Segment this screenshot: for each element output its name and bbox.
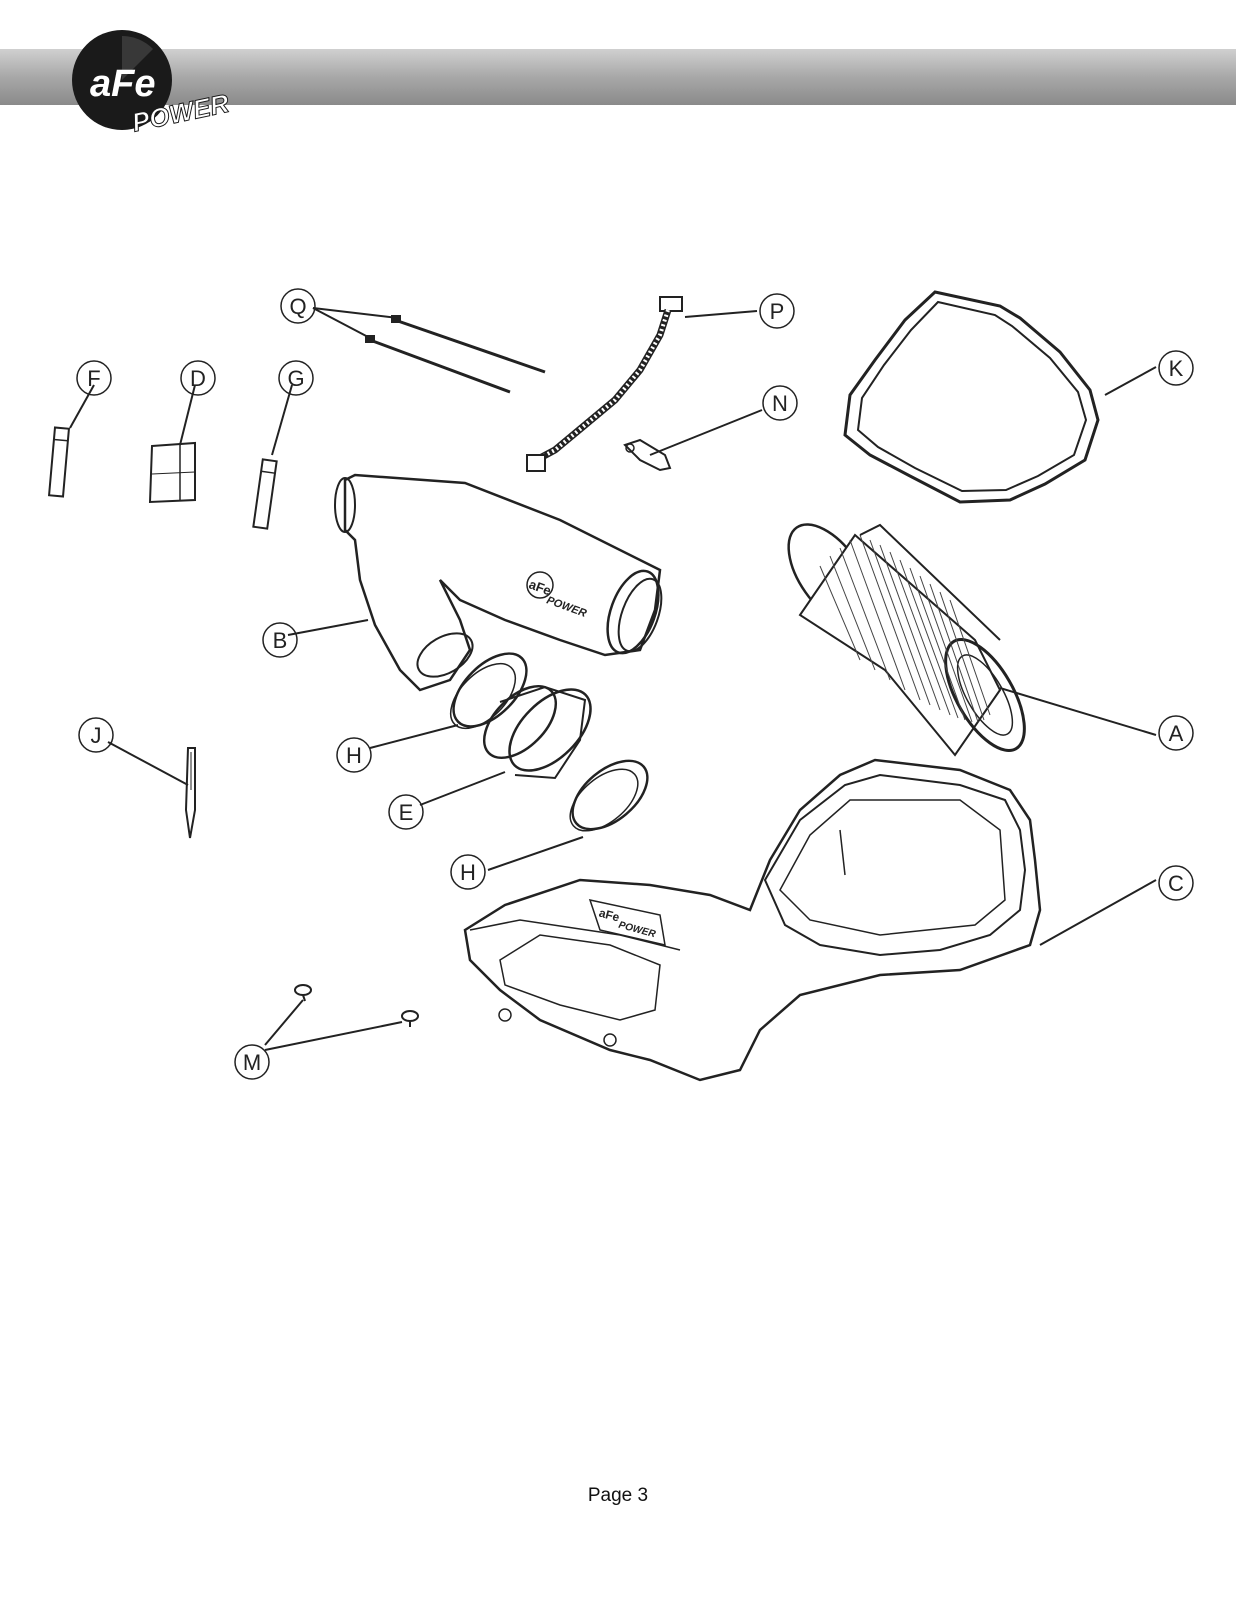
part-g-plug (252, 458, 278, 530)
part-e-coupler (482, 684, 592, 780)
leader-b (287, 619, 369, 636)
leader-h-lower (487, 836, 584, 871)
part-c-airbox: aFe POWER (463, 758, 1042, 1082)
leader-k (1104, 366, 1157, 396)
callout-h-upper-label: H (346, 743, 362, 768)
part-d-adapter (148, 441, 196, 504)
logo-text: aFe (90, 63, 155, 105)
callout-f: F (76, 360, 112, 396)
afe-power-logo: aFe POWER (72, 30, 232, 138)
callout-q-label: Q (289, 294, 306, 319)
leader-d (179, 384, 196, 446)
leader-q-2 (312, 307, 371, 339)
leader-p (684, 310, 758, 318)
part-n-clip (623, 438, 672, 472)
leader-j (107, 741, 189, 786)
callout-a-label: A (1169, 721, 1184, 746)
page-number: Page 3 (587, 1485, 649, 1506)
callout-k-label: K (1169, 356, 1184, 381)
part-b-intake-tube: aFe POWER (334, 473, 663, 692)
part-h-clamp-upper (449, 652, 528, 730)
leader-c (1039, 879, 1157, 946)
callout-m: M (234, 1044, 270, 1080)
callout-a: A (1158, 715, 1194, 751)
part-q-zip-ties (365, 315, 546, 394)
callout-c: C (1158, 865, 1194, 901)
part-m-push-pins (294, 984, 419, 1027)
callout-p: P (759, 293, 795, 329)
callout-q: Q (280, 288, 316, 324)
part-h-clamp-lower (569, 759, 649, 832)
leader-g (271, 384, 293, 456)
callout-m-label: M (243, 1050, 261, 1075)
leader-n (649, 409, 763, 456)
callout-h-upper: H (336, 737, 372, 773)
leader-e (419, 771, 506, 806)
leader-q-1 (312, 307, 399, 319)
callout-j-label: J (91, 723, 102, 748)
callout-c-label: C (1168, 871, 1184, 896)
callout-e-label: E (399, 800, 414, 825)
part-a-air-filter (787, 523, 1026, 757)
callout-d-label: D (190, 366, 206, 391)
part-f-plug (47, 426, 71, 498)
leader-f (69, 384, 95, 429)
callout-h-lower: H (450, 854, 486, 890)
leader-m-2 (264, 1021, 403, 1051)
leader-m-1 (264, 999, 304, 1046)
part-k-gasket (843, 290, 1100, 504)
callout-g: G (278, 360, 314, 396)
part-b-logo-text: aFe (527, 576, 553, 598)
callout-f-label: F (87, 366, 100, 391)
leader-h-upper (369, 724, 459, 749)
leader-a (999, 687, 1157, 736)
part-j-tool (184, 747, 196, 839)
callout-n-label: N (772, 391, 788, 416)
callout-d: D (180, 360, 216, 396)
callout-h-lower-label: H (460, 860, 476, 885)
callout-k: K (1158, 350, 1194, 386)
callout-e: E (388, 794, 424, 830)
callout-g-label: G (287, 366, 304, 391)
part-c-logo-text: aFe (597, 906, 621, 925)
callout-n: N (762, 385, 798, 421)
callout-b-label: B (273, 628, 288, 653)
callout-b: B (262, 622, 298, 658)
callout-p-label: P (770, 299, 785, 324)
header-bar (0, 49, 1236, 105)
callout-j: J (78, 717, 114, 753)
part-p-harness (526, 296, 683, 472)
